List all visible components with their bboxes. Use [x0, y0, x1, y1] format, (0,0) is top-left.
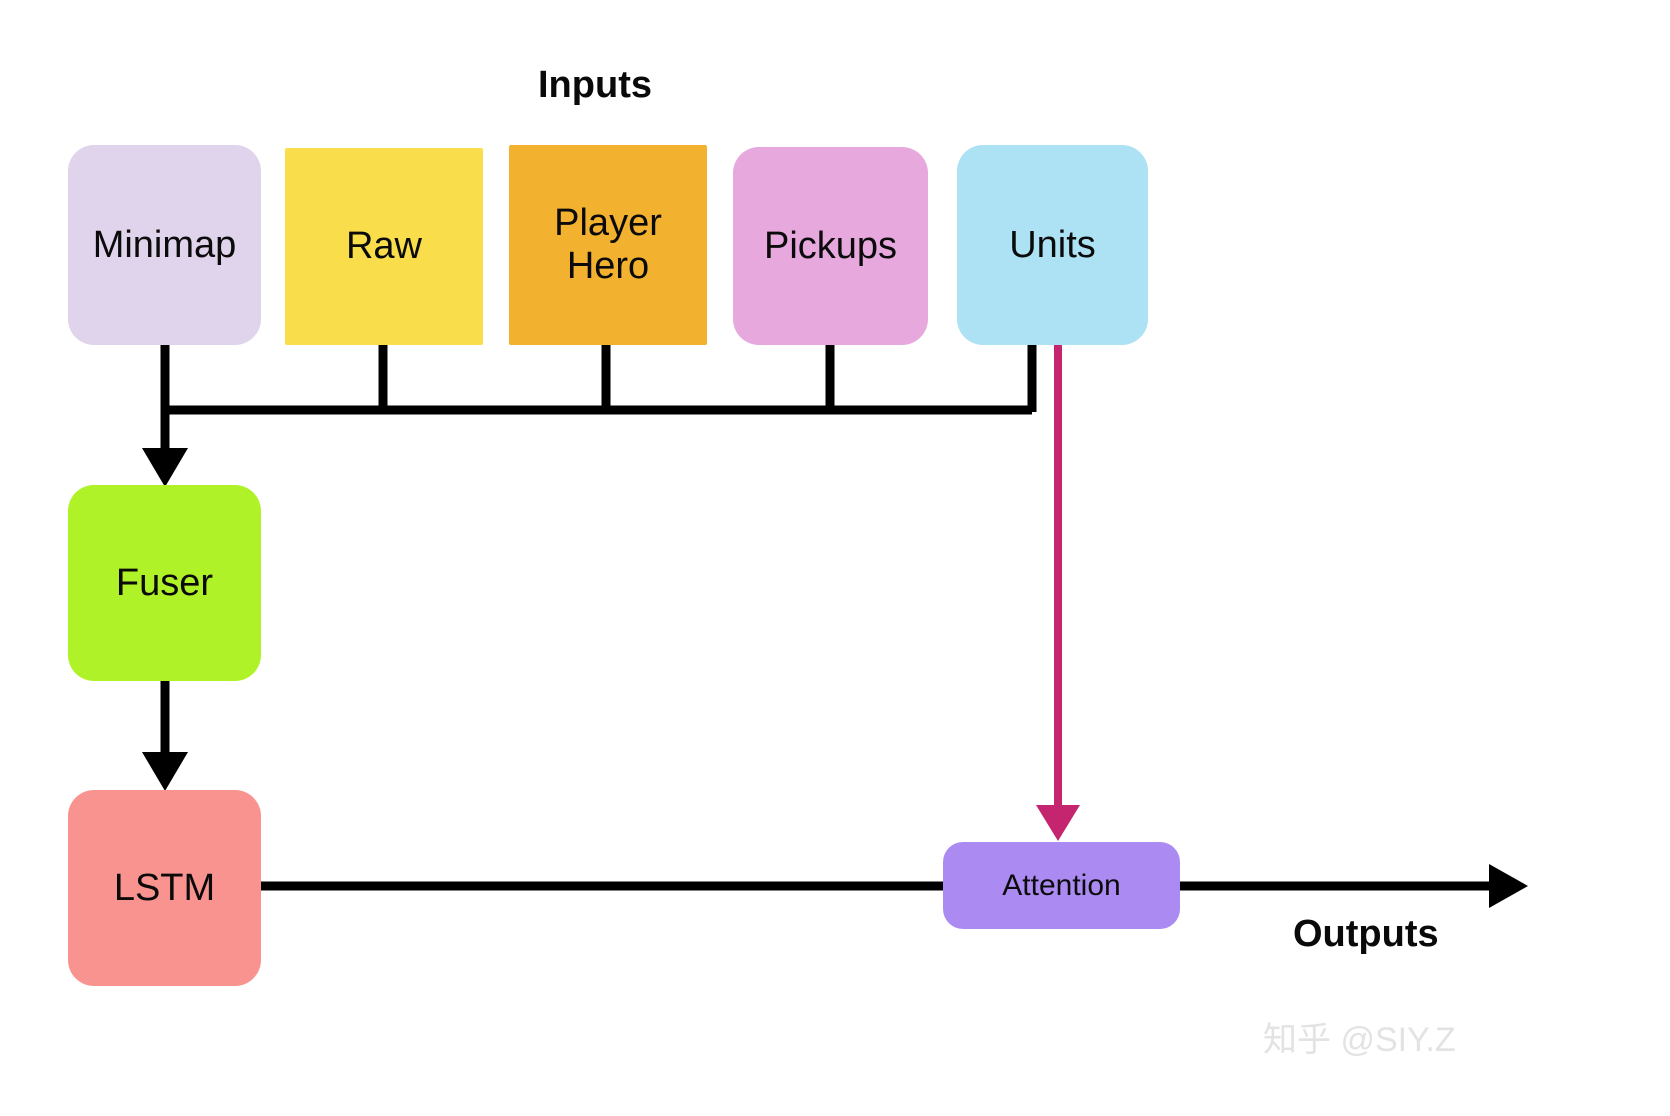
- node-raw[interactable]: Raw: [285, 148, 483, 345]
- node-fuser[interactable]: Fuser: [68, 485, 261, 681]
- node-player-hero[interactable]: Player Hero: [509, 145, 707, 345]
- watermark: 知乎 @SIY.Z: [1263, 1021, 1456, 1059]
- node-lstm[interactable]: LSTM: [68, 790, 261, 986]
- node-attention-label: Attention: [1002, 868, 1121, 902]
- node-raw-label: Raw: [345, 225, 423, 268]
- node-minimap-label: Minimap: [92, 223, 237, 266]
- node-units[interactable]: Units: [957, 145, 1148, 345]
- node-minimap[interactable]: Minimap: [68, 145, 261, 345]
- arrowhead-lstm: [142, 752, 188, 791]
- node-player-hero-label: Player Hero: [554, 202, 662, 287]
- node-pickups[interactable]: Pickups: [733, 147, 928, 345]
- arrowhead-fuser: [142, 448, 188, 487]
- page-title-outputs: Outputs: [1293, 913, 1439, 955]
- node-pickups-label: Pickups: [763, 224, 898, 267]
- node-attention[interactable]: Attention: [943, 842, 1180, 929]
- arrowhead-attention: [1036, 805, 1080, 841]
- node-fuser-label: Fuser: [115, 561, 214, 604]
- page-title-inputs: Inputs: [538, 64, 652, 106]
- node-units-label: Units: [1009, 223, 1096, 266]
- arrowhead-outputs: [1489, 864, 1528, 908]
- node-lstm-label: LSTM: [113, 866, 216, 909]
